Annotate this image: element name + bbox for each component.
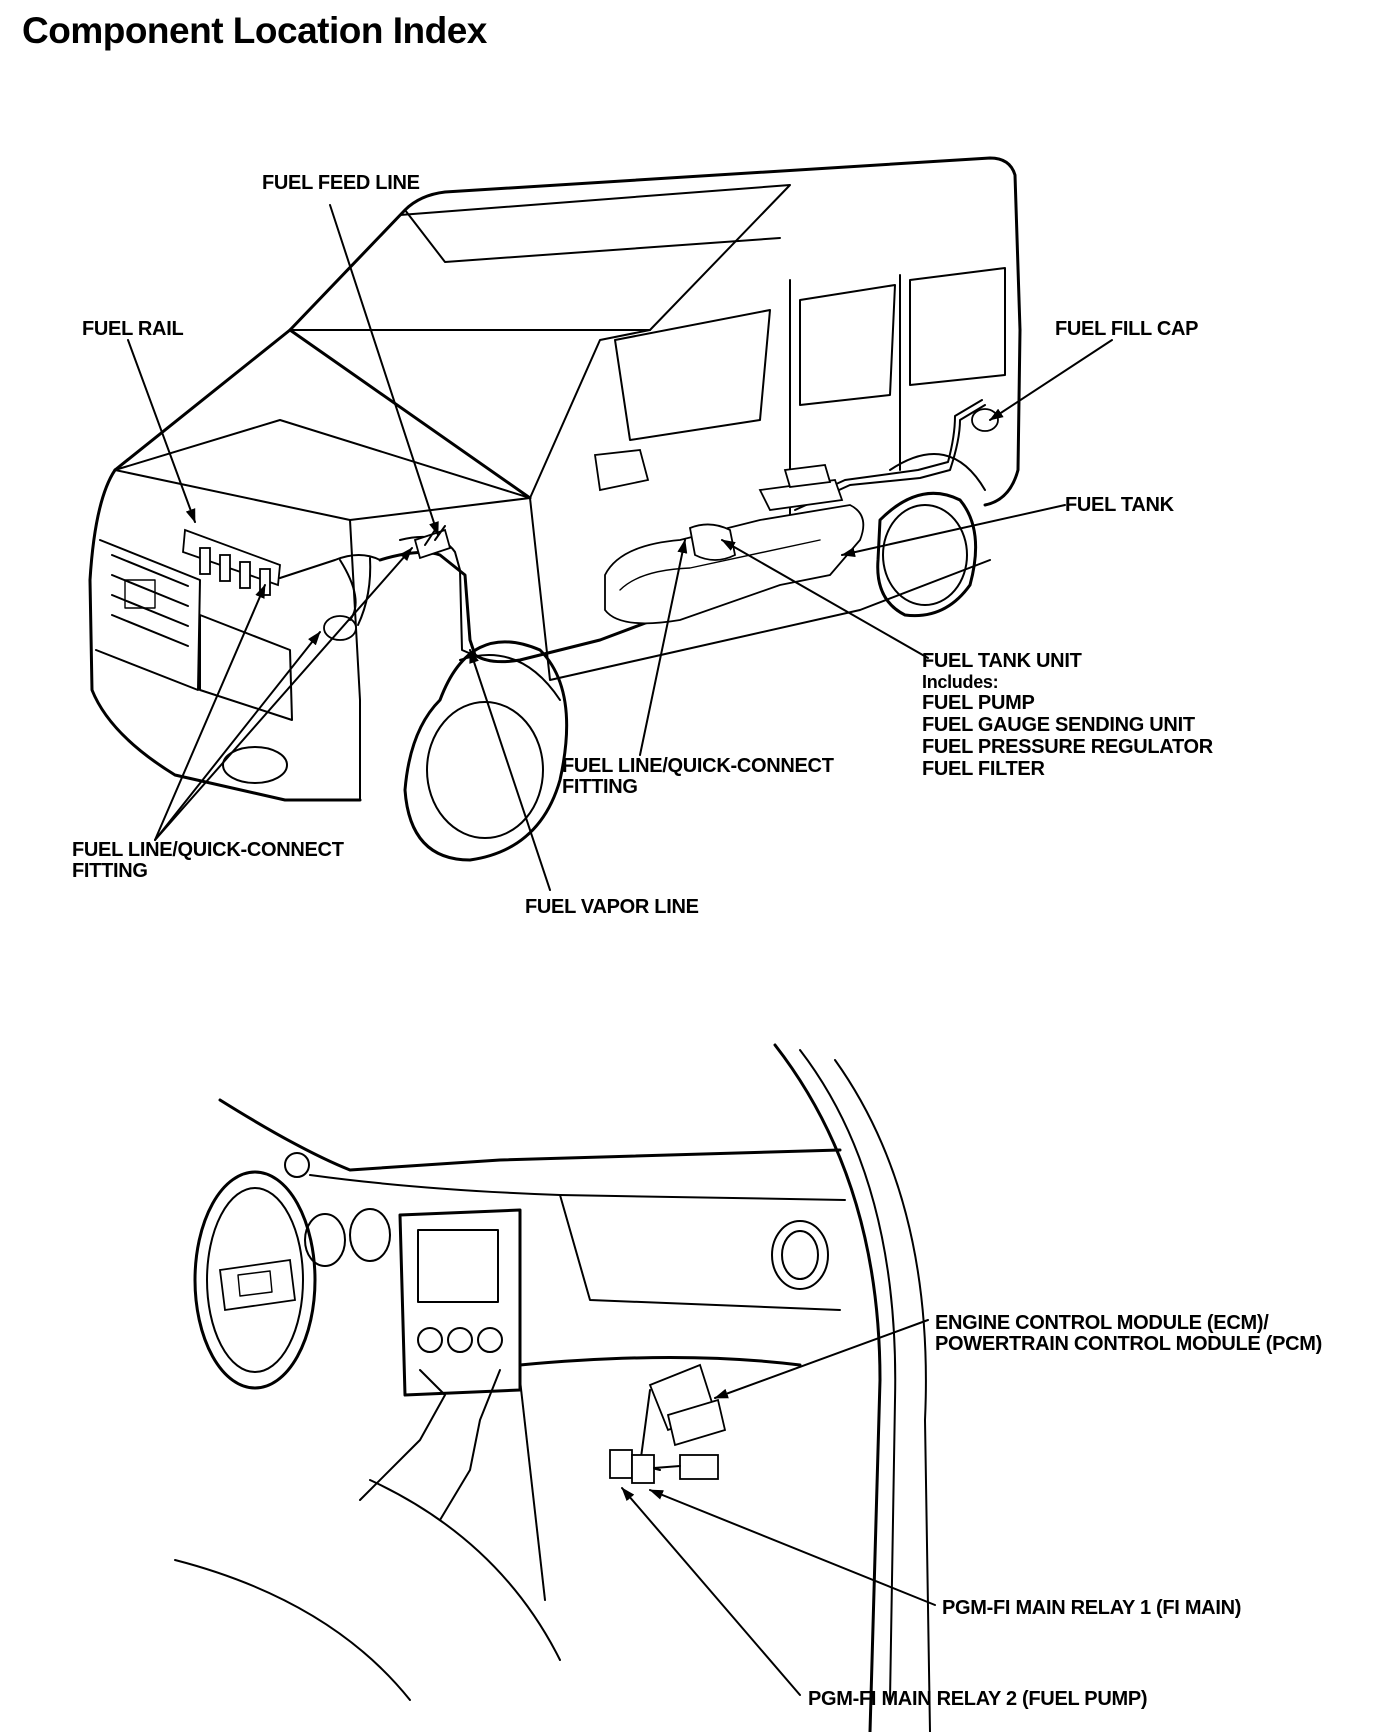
- leader-relay2: [621, 1487, 801, 1696]
- label-fuel-vapor-line: FUEL VAPOR LINE: [525, 896, 699, 918]
- leader-fuel-tank-unit: [721, 539, 929, 659]
- leader-qc-left-3: [154, 547, 413, 841]
- leader-fuel-rail: [127, 339, 196, 523]
- dashboard-callout-leaders: [621, 1319, 936, 1696]
- leader-ecm-pcm: [714, 1319, 929, 1399]
- leader-fuel-vapor-line: [469, 649, 551, 891]
- label-line: FUEL LINE/QUICK-CONNECT: [72, 839, 344, 861]
- label-line: POWERTRAIN CONTROL MODULE (PCM): [935, 1333, 1322, 1355]
- fuel-tank-unit-item: FUEL PRESSURE REGULATOR: [922, 736, 1213, 758]
- callout-leaders: [127, 204, 1113, 891]
- fuel-tank-unit-item: FUEL PUMP: [922, 692, 1035, 714]
- leader-fuel-line-qc-center: [639, 539, 688, 756]
- label-line: FITTING: [72, 860, 148, 882]
- fuel-tank-unit-includes: Includes:: [922, 672, 999, 692]
- fuel-tank: [604, 408, 999, 625]
- label-fuel-tank-unit: FUEL TANK UNIT Includes: FUEL PUMP FUEL …: [922, 650, 1213, 780]
- label-line: FITTING: [562, 776, 638, 798]
- page-title: Component Location Index: [22, 10, 487, 51]
- leader-fuel-fill-cap: [989, 339, 1113, 421]
- fuel-tank-unit-title: FUEL TANK UNIT: [922, 650, 1082, 672]
- label-fuel-feed-line: FUEL FEED LINE: [262, 172, 420, 194]
- fuel-tank-unit-item: FUEL GAUGE SENDING UNIT: [922, 714, 1195, 736]
- label-fuel-rail: FUEL RAIL: [82, 318, 184, 340]
- leader-fuel-tank: [841, 504, 1066, 558]
- label-line: ENGINE CONTROL MODULE (ECM)/: [935, 1312, 1269, 1334]
- leader-fuel-feed-line: [329, 204, 439, 536]
- dashboard-drawing: [174, 1043, 931, 1732]
- leader-qc-left-1: [154, 584, 266, 841]
- vehicle-fuel-system-illustration: [88, 156, 1113, 891]
- label-line: FUEL LINE/QUICK-CONNECT: [562, 755, 834, 777]
- fuel-tank-unit-item: FUEL FILTER: [922, 758, 1045, 780]
- label-relay2: PGM-FI MAIN RELAY 2 (FUEL PUMP): [808, 1688, 1148, 1710]
- label-relay1: PGM-FI MAIN RELAY 1 (FI MAIN): [942, 1597, 1242, 1619]
- leader-qc-left-2: [154, 631, 321, 841]
- leader-relay1: [649, 1489, 936, 1606]
- label-fuel-tank: FUEL TANK: [1065, 494, 1174, 516]
- label-fuel-line-qc-left: FUEL LINE/QUICK-CONNECT FITTING: [72, 840, 344, 882]
- label-fuel-line-qc-center: FUEL LINE/QUICK-CONNECT FITTING: [562, 756, 834, 798]
- label-fuel-fill-cap: FUEL FILL CAP: [1055, 318, 1199, 340]
- label-ecm-pcm: ENGINE CONTROL MODULE (ECM)/ POWERTRAIN …: [935, 1313, 1322, 1355]
